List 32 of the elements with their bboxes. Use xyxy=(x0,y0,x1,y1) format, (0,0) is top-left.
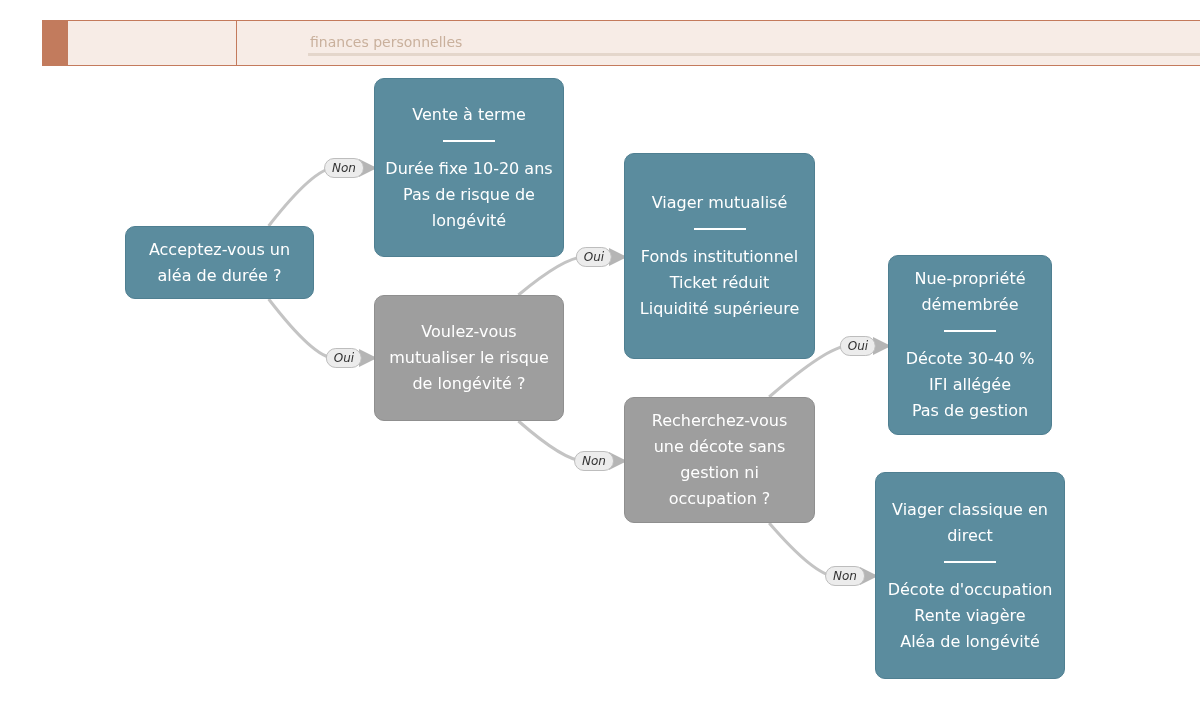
outcome-box xyxy=(624,153,815,359)
box-item: Fonds institutionnel xyxy=(640,246,799,268)
box-title: Vente à terme xyxy=(412,103,526,126)
edge-label: Oui xyxy=(839,336,877,356)
box-item: Aléa de longévité xyxy=(900,630,1040,653)
edge-label: Non xyxy=(825,566,865,586)
decision-box xyxy=(125,226,314,299)
box-title: Nue-propriété démembrée xyxy=(913,268,1027,316)
outcome-box xyxy=(888,255,1052,435)
box-item: Décote d'occupation xyxy=(887,578,1053,601)
outcome-box xyxy=(374,78,564,257)
box-item: Durée fixe 10-20 ans xyxy=(385,157,553,180)
box-text: Recherchez-vous une décote sans gestion ni occupation ? xyxy=(650,410,789,510)
box-item: IFI allégée xyxy=(928,374,1012,396)
box-item: Liquidité supérieure xyxy=(639,298,800,320)
category-label: finances personnelles xyxy=(310,34,463,50)
box-item: Rente viagère xyxy=(914,604,1026,627)
box-text: Voulez-vous mutualiser le risque de longévité ? xyxy=(388,321,550,395)
box-title: Viager classique en direct xyxy=(891,498,1049,547)
box-item: Pas de risque de longévité xyxy=(402,183,536,232)
question-box xyxy=(624,397,815,523)
question-box xyxy=(374,295,564,421)
box-item: Décote 30-40 % xyxy=(905,348,1035,370)
edge-label: Oui xyxy=(325,348,363,368)
box-item: Ticket réduit xyxy=(669,272,770,294)
edge-label: Non xyxy=(574,451,614,471)
edge-label: Oui xyxy=(575,247,613,267)
edge-label: Non xyxy=(324,158,364,178)
outcome-box xyxy=(875,472,1065,679)
box-title: Viager mutualisé xyxy=(651,192,788,214)
box-text: Acceptez-vous un aléa de durée ? xyxy=(147,238,292,287)
box-item: Pas de gestion xyxy=(911,400,1029,422)
